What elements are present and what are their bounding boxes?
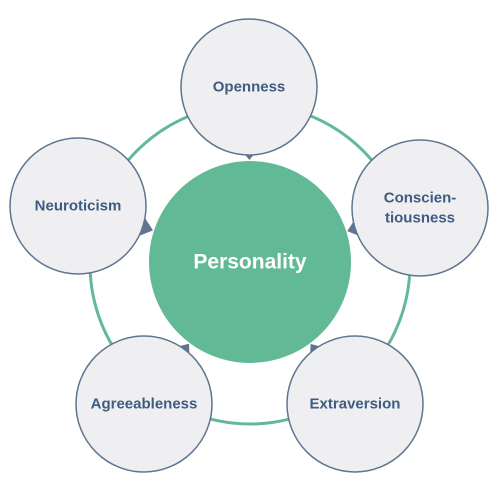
trait-label-neuroticism: Neuroticism bbox=[35, 198, 122, 215]
trait-label-conscientiousness-line-1: Conscien- bbox=[384, 190, 457, 207]
trait-node-extraversion: Extraversion bbox=[286, 335, 424, 473]
trait-circle-extraversion bbox=[286, 335, 424, 473]
trait-node-openness: Openness bbox=[180, 18, 318, 161]
pointer-arrow-neuroticism bbox=[139, 218, 154, 236]
trait-circle-agreeableness bbox=[75, 335, 213, 473]
center-circle bbox=[149, 161, 351, 363]
trait-label-extraversion: Extraversion bbox=[310, 396, 401, 413]
trait-node-conscientiousness: Conscien-tiousness bbox=[347, 139, 489, 277]
trait-circle-neuroticism bbox=[9, 137, 147, 275]
center-label: Personality bbox=[193, 251, 307, 274]
trait-label-conscientiousness-line-2: tiousness bbox=[385, 210, 455, 227]
trait-circle-openness bbox=[180, 18, 318, 156]
trait-node-agreeableness: Agreeableness bbox=[75, 335, 213, 473]
trait-circle-conscientiousness bbox=[351, 139, 489, 277]
trait-label-openness: Openness bbox=[213, 79, 286, 96]
trait-node-neuroticism: Neuroticism bbox=[9, 137, 154, 275]
trait-label-agreeableness: Agreeableness bbox=[91, 396, 198, 413]
